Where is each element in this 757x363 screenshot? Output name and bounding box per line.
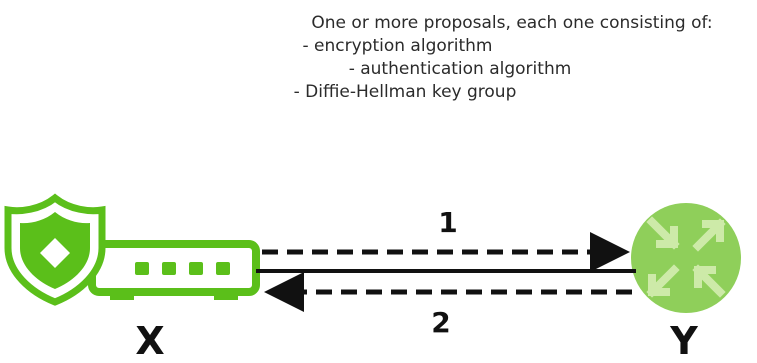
node-y-label: Y	[669, 319, 698, 363]
flow-2-number: 2	[431, 306, 450, 339]
router-icon	[631, 203, 741, 313]
proposal-item-encryption: - encryption algorithm	[302, 36, 493, 56]
proposal-heading: One or more proposals, each one consisti…	[311, 13, 713, 33]
proposal-item-authentication: - authentication algorithm	[348, 59, 572, 79]
proposal-item-dh-group: - Diffie-Hellman key group	[293, 82, 517, 102]
node-x-label: X	[135, 319, 164, 363]
security-gateway-icon	[4, 193, 260, 306]
flow-1-number: 1	[438, 206, 457, 239]
